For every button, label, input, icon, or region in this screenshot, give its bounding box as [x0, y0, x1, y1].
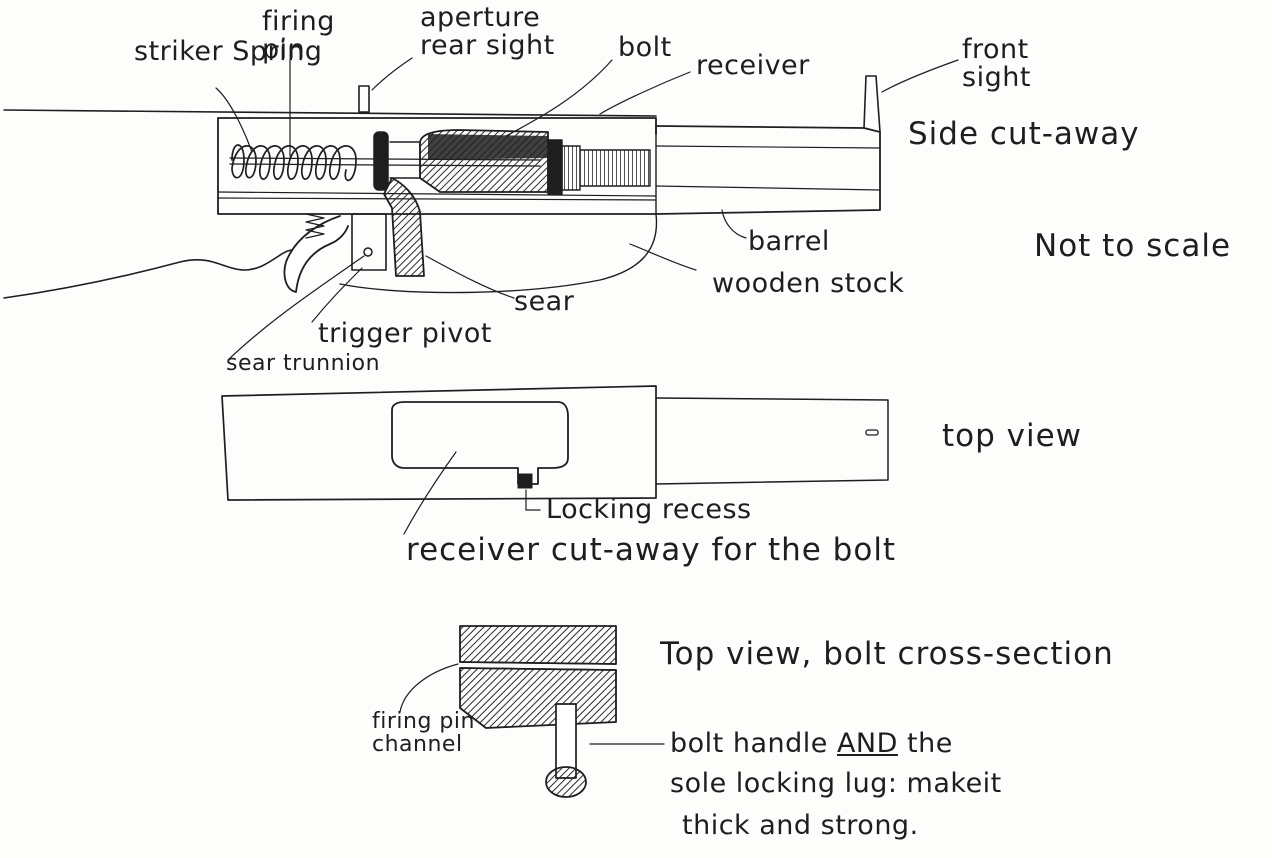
- label-text: sear: [514, 286, 575, 317]
- label-text: barrel: [748, 226, 830, 257]
- label-text: Locking recess: [546, 494, 752, 525]
- label-text: the: [907, 728, 953, 759]
- label-firing-pin: firing pin: [262, 7, 334, 65]
- label-aperture-rear-sight: aperture rear sight: [420, 2, 570, 62]
- label-bolt-cross-section-title: Top view, bolt cross-section: [660, 638, 1114, 671]
- label-receiver-cut-away: receiver cut-away for the bolt: [406, 534, 896, 567]
- label-text: Side cut-away: [908, 116, 1140, 152]
- label-bolt-handle-line3: thick and strong.: [682, 810, 919, 841]
- label-not-to-scale: Not to scale: [1034, 230, 1231, 263]
- label-text: Top view, bolt cross-section: [660, 636, 1114, 672]
- label-front-sight: front sight: [962, 34, 1042, 94]
- label-wooden-stock: wooden stock: [712, 268, 905, 299]
- label-emphasis: AND: [836, 728, 898, 759]
- label-text: receiver: [696, 50, 810, 81]
- label-bolt-handle-line2: sole locking lug: makeit: [670, 768, 1002, 799]
- top-view: [221, 385, 889, 535]
- label-text: top view: [942, 418, 1083, 454]
- label-bolt: bolt: [618, 32, 672, 63]
- label-text: firing pin channel: [372, 709, 475, 758]
- label-trigger-pivot: trigger pivot: [318, 318, 492, 349]
- label-top-view: top view: [942, 420, 1082, 453]
- label-bolt-handle-line1: bolt handle AND the: [670, 728, 953, 759]
- label-locking-recess: Locking recess: [546, 494, 752, 525]
- label-text: striker Spring: [134, 36, 323, 67]
- label-firing-pin-channel: firing pin channel: [372, 710, 482, 756]
- label-receiver: receiver: [696, 50, 810, 81]
- label-text: bolt handle: [670, 728, 828, 759]
- label-sear: sear: [514, 286, 575, 317]
- label-text: Not to scale: [1034, 228, 1232, 264]
- label-text: bolt: [618, 32, 672, 63]
- label-sear-trunnion: sear trunnion: [226, 352, 380, 375]
- label-text: sear trunnion: [226, 351, 381, 376]
- label-text: front sight: [962, 34, 1031, 94]
- side-cutaway-view: [3, 57, 959, 361]
- label-striker-spring: striker Spring: [134, 36, 323, 67]
- label-text: thick and strong.: [682, 810, 919, 841]
- label-side-cut-away: Side cut-away: [908, 118, 1140, 151]
- label-text: sole locking lug: makeit: [670, 768, 1002, 799]
- label-text: aperture rear sight: [420, 2, 555, 62]
- label-text: receiver cut-away for the bolt: [406, 532, 897, 568]
- label-text: firing pin: [262, 6, 335, 66]
- label-text: wooden stock: [712, 268, 905, 299]
- label-text: trigger pivot: [318, 318, 492, 349]
- label-barrel: barrel: [748, 226, 830, 257]
- bolt-cross-section: [399, 625, 665, 798]
